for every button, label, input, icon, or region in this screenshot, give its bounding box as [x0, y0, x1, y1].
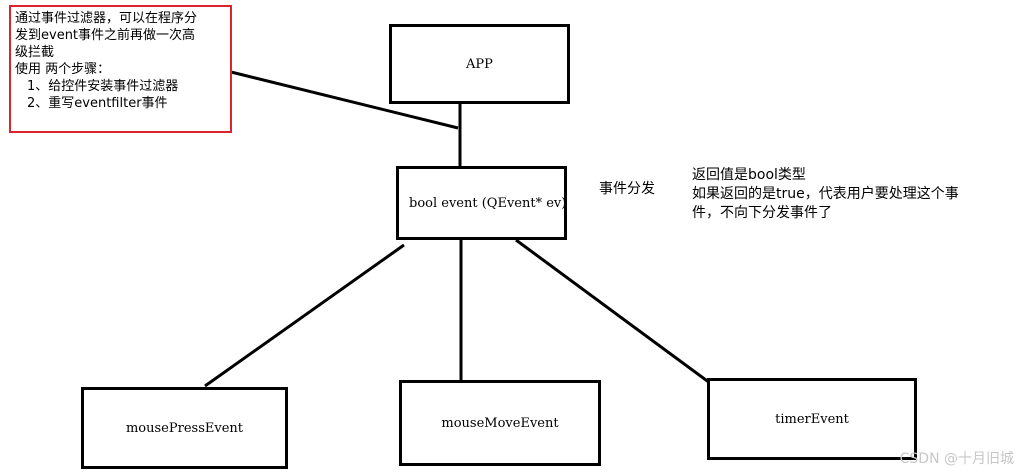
return-value-note: 返回值是bool类型 如果返回的是true，代表用户要处理这个事 件，不向下分发…: [692, 166, 992, 223]
watermark: CSDN @十月旧城: [899, 451, 1014, 467]
app-node-label: APP: [466, 56, 493, 72]
return-note-line-2: 如果返回的是true，代表用户要处理这个事: [692, 186, 959, 202]
filter-note-line-3: 级拦截: [15, 45, 55, 60]
connector-event-to-timer: [515, 238, 711, 385]
event-filter-note: 通过事件过滤器，可以在程序分 发到event事件之前再做一次高 级拦截 使用 两…: [9, 5, 232, 133]
return-note-line-1: 返回值是bool类型: [692, 167, 806, 183]
filter-note-line-1: 通过事件过滤器，可以在程序分: [15, 11, 198, 26]
event-node: bool event (QEvent* ev): [396, 166, 567, 240]
timer-event-node: timerEvent: [707, 378, 917, 460]
filter-note-step-1: 1、给控件安装事件过滤器: [27, 79, 179, 94]
connector-event-to-mousepress: [204, 243, 405, 388]
event-node-label: bool event (QEvent* ev): [409, 195, 567, 211]
mouse-press-event-label: mousePressEvent: [125, 420, 243, 436]
return-note-line-3: 件，不向下分发事件了: [692, 205, 832, 221]
filter-note-line-2: 发到event事件之前再做一次高: [15, 28, 196, 43]
connector-filter-note-to-app-line: [230, 70, 459, 130]
mouse-move-event-label: mouseMoveEvent: [441, 415, 559, 431]
app-node: APP: [389, 24, 570, 104]
event-dispatch-label: 事件分发: [599, 181, 655, 197]
mouse-press-event-node: mousePressEvent: [81, 387, 288, 469]
mouse-move-event-node: mouseMoveEvent: [399, 380, 601, 466]
timer-event-label: timerEvent: [775, 411, 849, 427]
filter-note-step-2: 2、重写eventfilter事件: [27, 96, 168, 111]
filter-note-line-4: 使用 两个步骤：: [15, 62, 111, 77]
